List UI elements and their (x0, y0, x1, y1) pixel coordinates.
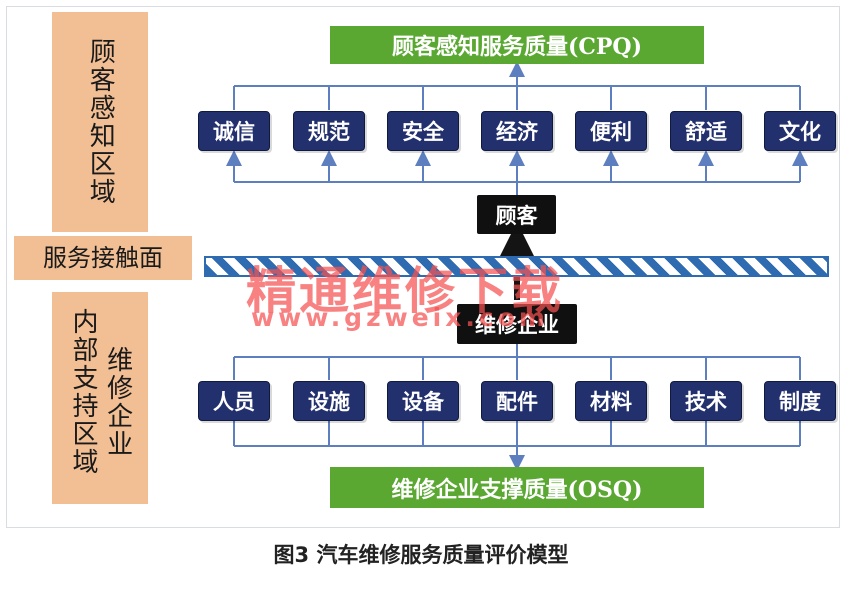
node-facilities: 设施 (293, 381, 365, 421)
node-system: 制度 (764, 381, 836, 421)
node-safety-label: 安全 (402, 119, 444, 144)
service-contact-surface-label: 服务接触面 (43, 243, 163, 272)
cpq-header-label: 顾客感知服务质量(CPQ) (391, 34, 643, 60)
node-technology: 技术 (670, 381, 742, 421)
service-contact-stripe-bar (204, 256, 829, 277)
customer-box: 顾客 (477, 195, 556, 234)
node-integrity: 诚信 (198, 111, 270, 151)
node-facilities-label: 设施 (308, 389, 350, 414)
node-comfort-label: 舒适 (685, 119, 727, 144)
repair-enterprise-box: 维修企业 (457, 304, 577, 344)
node-convenience: 便利 (575, 111, 647, 151)
repair-enterprise-box-label: 维修企业 (475, 312, 559, 337)
node-integrity-label: 诚信 (213, 119, 255, 144)
node-culture: 文化 (764, 111, 836, 151)
node-equipment: 设备 (387, 381, 459, 421)
node-culture-label: 文化 (779, 119, 821, 144)
node-parts: 配件 (481, 381, 553, 421)
node-comfort: 舒适 (670, 111, 742, 151)
node-personnel-label: 人员 (213, 389, 255, 414)
internal-support-area-label: 内部支持区域 (68, 308, 98, 476)
customer-box-label: 顾客 (495, 202, 538, 228)
node-system-label: 制度 (779, 389, 821, 414)
internal-support-area-panel: 内部支持区域 维修企业 (52, 292, 148, 504)
figure-caption: 图3 汽车维修服务质量评价模型 (273, 543, 569, 567)
node-standard: 规范 (293, 111, 365, 151)
customer-perception-area-panel: 顾客感知区域 (52, 12, 148, 232)
node-technology-label: 技术 (685, 389, 727, 414)
osq-header: 维修企业支撑质量(OSQ) (330, 467, 704, 508)
node-economy-label: 经济 (496, 119, 538, 144)
node-equipment-label: 设备 (402, 389, 444, 414)
cpq-header: 顾客感知服务质量(CPQ) (330, 26, 704, 64)
node-safety: 安全 (387, 111, 459, 151)
node-economy: 经济 (481, 111, 553, 151)
service-contact-surface-panel: 服务接触面 (14, 236, 192, 280)
node-personnel: 人员 (198, 381, 270, 421)
osq-header-label: 维修企业支撑质量(OSQ) (391, 476, 643, 503)
node-convenience-label: 便利 (590, 119, 632, 144)
repair-enterprise-label: 维修企业 (102, 346, 133, 458)
node-parts-label: 配件 (496, 389, 538, 414)
customer-perception-area-label: 顾客感知区域 (85, 38, 116, 206)
node-materials: 材料 (575, 381, 647, 421)
node-materials-label: 材料 (590, 389, 632, 414)
node-standard-label: 规范 (308, 119, 350, 144)
